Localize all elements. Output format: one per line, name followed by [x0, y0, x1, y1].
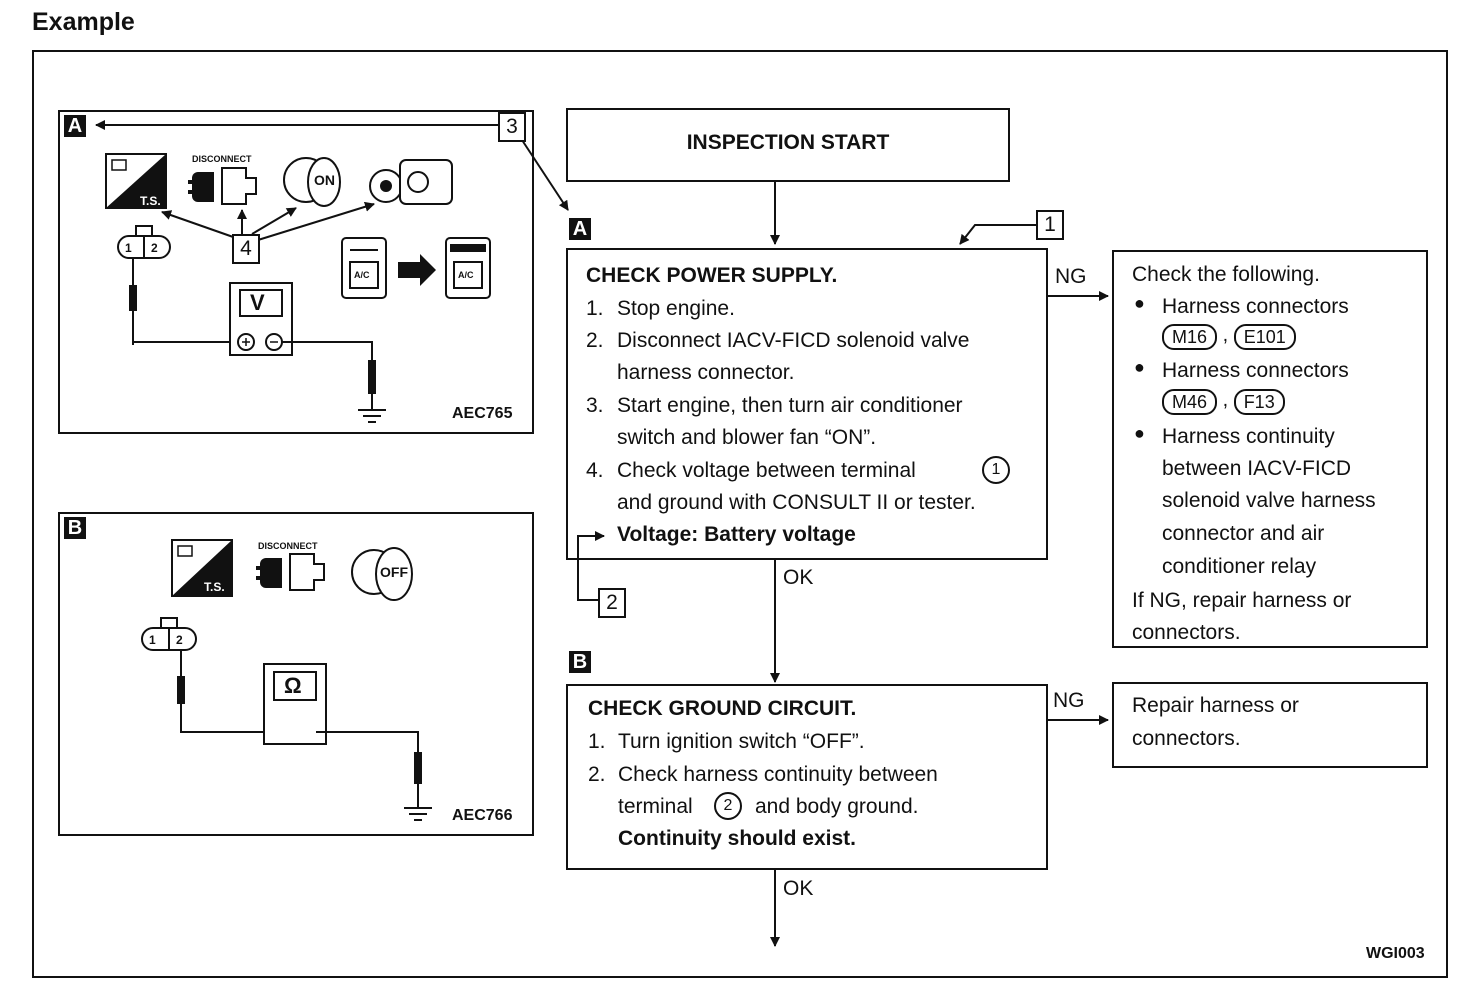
inspection-start-text: INSPECTION START: [686, 131, 890, 154]
bullet-dot-2: ●: [1134, 357, 1145, 377]
step-a-item2-line1: Disconnect IACV-FICD solenoid valve: [617, 329, 970, 352]
step-b-item2-num: 2.: [588, 763, 606, 786]
ng-a-bullet1-text: Harness connectors: [1162, 295, 1349, 318]
ng-a-outro-line1: If NG, repair harness or: [1132, 589, 1352, 612]
ng-b-line2: connectors.: [1132, 727, 1241, 750]
ng-a-label: NG: [1055, 265, 1087, 288]
panel-b-pin-1: 1: [149, 633, 156, 647]
step-b-item2-line2: terminal: [618, 795, 693, 818]
step-a-item1-num: 1.: [586, 297, 604, 320]
panel-a-ac-off-text: A/C: [354, 270, 370, 280]
ng-a-box: [1112, 250, 1428, 648]
bullet-dot-1: ●: [1134, 293, 1145, 313]
connector-e101: E101: [1233, 324, 1296, 350]
terminal-1-badge: 1: [982, 456, 1010, 484]
panel-a-code: AEC765: [452, 405, 513, 422]
ng-a-bullet2-text: Harness connectors: [1162, 359, 1349, 382]
step-b-box: [566, 684, 1048, 870]
step-b-item2-line1: Check harness continuity between: [618, 763, 938, 786]
ng-a-intro: Check the following.: [1132, 263, 1320, 286]
step-a-item4-num: 4.: [586, 459, 604, 482]
page-heading: Example: [32, 8, 135, 36]
step-a-item3-num: 3.: [586, 394, 604, 417]
callout-1: 1: [1036, 210, 1064, 240]
callout-2: 2: [598, 588, 626, 618]
panel-a-label: A: [64, 115, 86, 137]
step-a-spec: Voltage: Battery voltage: [617, 523, 856, 546]
connector-m16: M16: [1162, 324, 1218, 350]
ng-a-bullet3-line3: solenoid valve harness: [1162, 489, 1376, 512]
step-b-item2-line3: and body ground.: [755, 795, 919, 818]
step-a-item2-line2: harness connector.: [617, 361, 795, 384]
ng-b-line1: Repair harness or: [1132, 694, 1299, 717]
callout-3: 3: [498, 112, 526, 142]
callout-4: 4: [232, 234, 260, 264]
connector-m46: M46: [1162, 389, 1218, 415]
panel-b-code: AEC766: [452, 807, 513, 824]
connector-f13: F13: [1233, 389, 1285, 415]
inspection-start-box: [566, 108, 1010, 182]
panel-a-frame: [58, 110, 534, 434]
ng-a-bullet3-line2: between IACV-FICD: [1162, 457, 1352, 480]
panel-b-meter-ohm: Ω: [284, 673, 302, 698]
step-a-item2-num: 2.: [586, 329, 604, 352]
step-a-label: A: [569, 218, 591, 240]
panel-b-pin-2: 2: [176, 633, 183, 647]
step-b-item1-line1: Turn ignition switch “OFF”.: [618, 730, 865, 753]
panel-b-switch-text: OFF: [380, 564, 408, 580]
ng-a-outro-line2: connectors.: [1132, 621, 1241, 644]
panel-b-frame: [58, 512, 534, 836]
figure-code: WGI003: [1366, 945, 1425, 962]
step-a-item3-line1: Start engine, then turn air conditioner: [617, 394, 963, 417]
step-a-title: CHECK POWER SUPPLY.: [586, 264, 838, 287]
ok-b-label: OK: [783, 877, 814, 900]
terminal-2-badge: 2: [714, 792, 742, 820]
ng-b-label: NG: [1053, 689, 1085, 712]
bullet-dot-3: ●: [1134, 423, 1145, 443]
step-b-title: CHECK GROUND CIRCUIT.: [588, 697, 857, 720]
step-a-box: [566, 248, 1048, 560]
ng-a-bullet3-line4: connector and air: [1162, 522, 1325, 545]
panel-a-switch-text: ON: [314, 172, 335, 188]
ng-a-bullet3-line1: Harness continuity: [1162, 425, 1335, 448]
step-b-spec: Continuity should exist.: [618, 827, 857, 850]
step-b-item1-num: 1.: [588, 730, 606, 753]
step-a-item3-line2: switch and blower fan “ON”.: [617, 426, 877, 449]
panel-b-ts-text: T.S.: [204, 580, 225, 594]
ok-a-label: OK: [783, 566, 814, 589]
panel-a-meter-v: V: [250, 290, 265, 315]
step-a-item1-line1: Stop engine.: [617, 297, 735, 320]
panel-a-ac-on-text: A/C: [458, 270, 474, 280]
panel-b-disconnect-text: DISCONNECT: [258, 541, 318, 551]
panel-a-ts-text: T.S.: [140, 194, 161, 208]
panel-b-label: B: [64, 517, 86, 539]
panel-a-disconnect-text: DISCONNECT: [192, 154, 252, 164]
step-a-item4-line1: Check voltage between terminal: [617, 459, 916, 482]
step-a-item4-line2: and ground with CONSULT II or tester.: [617, 491, 976, 514]
step-b-label: B: [569, 651, 591, 673]
ng-a-bullet3-line5: conditioner relay: [1162, 555, 1317, 578]
ng-b-box: [1112, 682, 1428, 768]
panel-a-pin-1: 1: [125, 241, 132, 255]
panel-a-pin-2: 2: [151, 241, 158, 255]
